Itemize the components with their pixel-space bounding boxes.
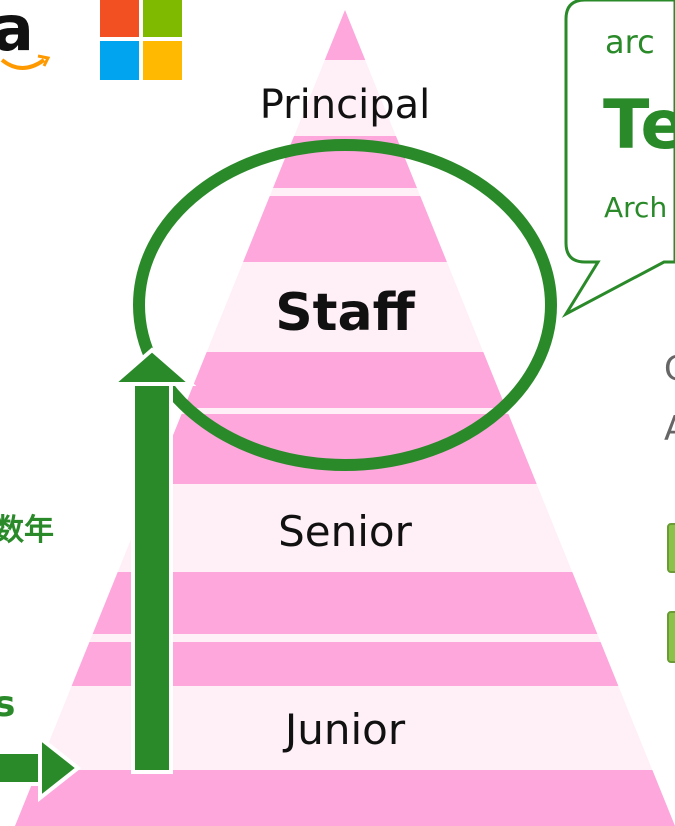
- level-senior: Senior: [278, 507, 412, 556]
- amazon-smile-arrow-icon: [37, 54, 51, 67]
- ms-red-square: [100, 0, 139, 37]
- arrow-up-icon: [107, 347, 197, 386]
- ms-yellow-square: [143, 41, 182, 80]
- callout-title: Te: [603, 86, 675, 165]
- amazon-smile-icon: [0, 58, 46, 70]
- right-text-line1: C: [664, 349, 675, 389]
- growth-arrow-up: [107, 347, 197, 774]
- level-principal: Principal: [260, 82, 430, 128]
- ms-blue-square: [100, 41, 139, 80]
- pyramid-stripe: [15, 352, 675, 408]
- amazon-logo: a: [0, 0, 51, 70]
- callout-line1: arc: [605, 23, 655, 61]
- entry-arrow-shaft: [0, 750, 46, 786]
- left-s-text: s: [0, 684, 15, 725]
- ms-green-square: [143, 0, 182, 37]
- pyramid-stripe: [15, 572, 675, 634]
- callout-line3: Arch: [604, 191, 667, 224]
- pyramid-stripe: [15, 414, 675, 484]
- arrow-right-icon: [38, 733, 82, 803]
- entry-arrow: [0, 733, 82, 803]
- microsoft-logo: [100, 0, 182, 80]
- pyramid-stripe: [15, 770, 675, 826]
- arrow-shaft: [131, 376, 173, 774]
- left-kanji-text: 数年: [0, 513, 54, 548]
- pyramid-stripe: [15, 642, 675, 686]
- level-junior: Junior: [282, 705, 406, 754]
- right-text-line2: A: [664, 409, 675, 449]
- staff-highlight-circle: [133, 139, 557, 471]
- amazon-logo-letter: a: [0, 0, 34, 65]
- checkbox-icon: [667, 523, 675, 573]
- callout-bubble: [561, 0, 675, 318]
- level-staff: Staff: [275, 283, 415, 343]
- checkbox-icon: [667, 611, 675, 663]
